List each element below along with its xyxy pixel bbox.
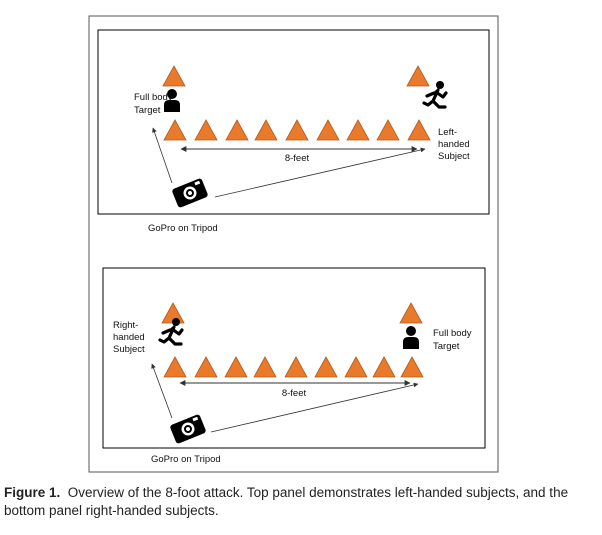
cone	[346, 119, 370, 141]
cone	[224, 356, 248, 378]
bottom-panel-frame	[102, 267, 486, 449]
cone	[163, 119, 187, 141]
cone	[253, 356, 277, 378]
top-cone-row	[163, 119, 431, 141]
bottom-camera-label: GoPro on Tripod	[151, 454, 221, 465]
cone	[285, 119, 309, 141]
bottom-camera-line-subject	[151, 363, 173, 419]
cone	[194, 119, 218, 141]
cone	[194, 356, 218, 378]
figure-diagram: 8-feet Full body Target Left- handed Sub…	[88, 15, 499, 473]
cone	[254, 119, 278, 141]
outer-frame	[88, 15, 499, 473]
cone	[344, 356, 368, 378]
bottom-cone-row	[163, 356, 424, 378]
cone	[225, 119, 249, 141]
bottom-target-cone	[399, 302, 423, 324]
caption-prefix: Figure 1.	[4, 485, 61, 500]
cone	[316, 119, 340, 141]
bottom-camera-icon	[169, 413, 207, 445]
bottom-subject-label: Right- handed Subject	[113, 320, 147, 355]
cone	[284, 356, 308, 378]
cone	[163, 356, 187, 378]
top-panel: 8-feet Full body Target Left- handed Sub…	[97, 29, 490, 234]
caption-text: Overview of the 8-foot attack. Top panel…	[4, 485, 569, 518]
top-target-cone	[162, 65, 186, 87]
top-subject-label: Left- handed Subject	[438, 127, 472, 162]
cone	[376, 119, 400, 141]
top-panel-frame	[97, 29, 490, 215]
bottom-target-person-icon	[403, 326, 419, 349]
bottom-panel: 8-feet Right- handed Subject Full body T…	[102, 267, 486, 465]
cone	[372, 356, 396, 378]
top-camera-icon	[171, 177, 209, 209]
top-camera-label: GoPro on Tripod	[148, 223, 218, 234]
top-subject-cone	[406, 65, 430, 87]
cone	[314, 356, 338, 378]
figure-caption: Figure 1. Overview of the 8-foot attack.…	[4, 484, 598, 520]
top-distance-label: 8-feet	[285, 153, 310, 164]
bottom-target-label: Full body Target	[433, 328, 474, 352]
top-camera-line-target	[152, 127, 173, 184]
cone	[407, 119, 431, 141]
cone	[400, 356, 424, 378]
bottom-distance-label: 8-feet	[282, 388, 307, 399]
top-camera-line-subject	[214, 147, 426, 198]
top-target-label: Full body Target	[134, 92, 175, 116]
bottom-camera-line-target	[210, 382, 419, 433]
